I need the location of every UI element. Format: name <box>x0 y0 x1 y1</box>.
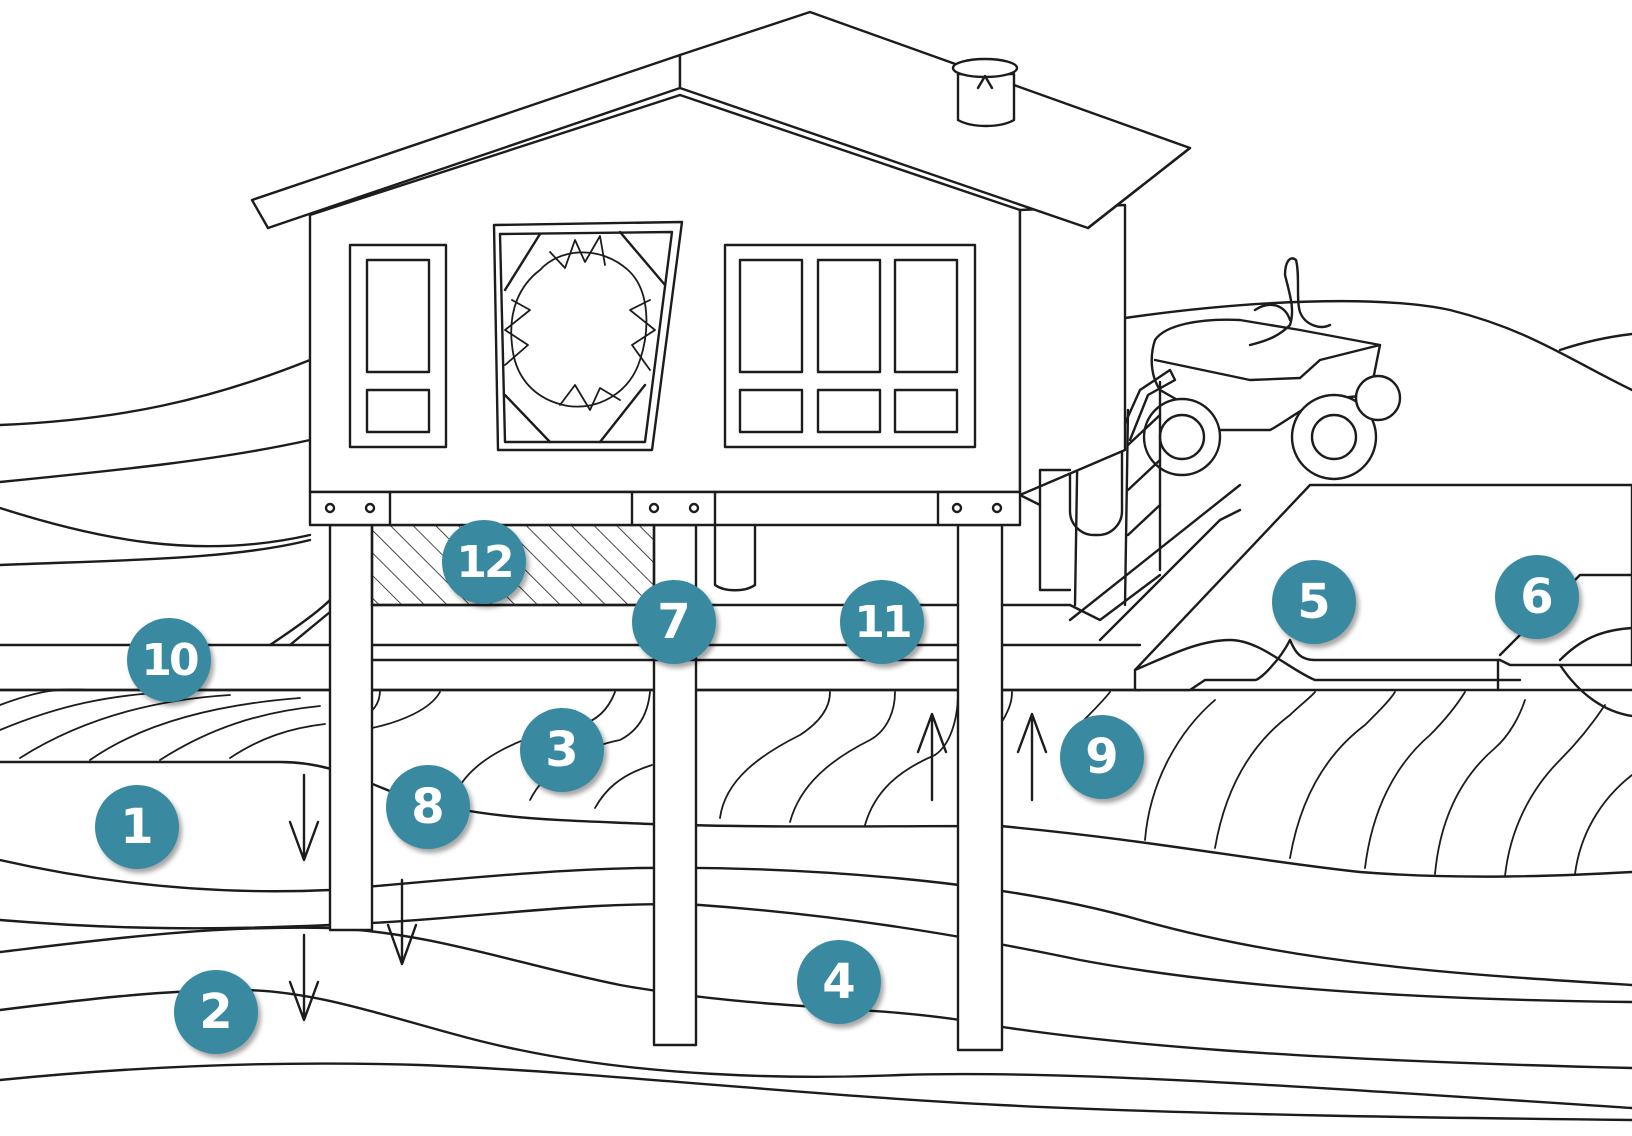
arrow-up-icon <box>916 712 1048 802</box>
marker-8: 8 <box>386 765 470 849</box>
marker-1: 1 <box>95 785 179 869</box>
four-wheeler-icon <box>1142 257 1402 481</box>
marker-9: 9 <box>1060 715 1144 799</box>
water-band <box>0 688 1632 878</box>
marker-7: 7 <box>632 580 716 664</box>
marker-5: 5 <box>1272 560 1356 644</box>
arrow-down-icon <box>288 773 418 1022</box>
driveway-deck <box>1068 483 1632 718</box>
marker-6: 6 <box>1495 555 1579 639</box>
marker-10: 10 <box>127 618 211 702</box>
marker-4: 4 <box>797 940 881 1024</box>
marker-11: 11 <box>840 580 924 664</box>
house-icon <box>250 10 1192 527</box>
ladder-icon <box>1068 380 1162 622</box>
marker-3: 3 <box>520 708 604 792</box>
marker-12: 12 <box>442 520 526 604</box>
background-hills <box>0 299 1632 567</box>
marker-2: 2 <box>174 970 258 1054</box>
